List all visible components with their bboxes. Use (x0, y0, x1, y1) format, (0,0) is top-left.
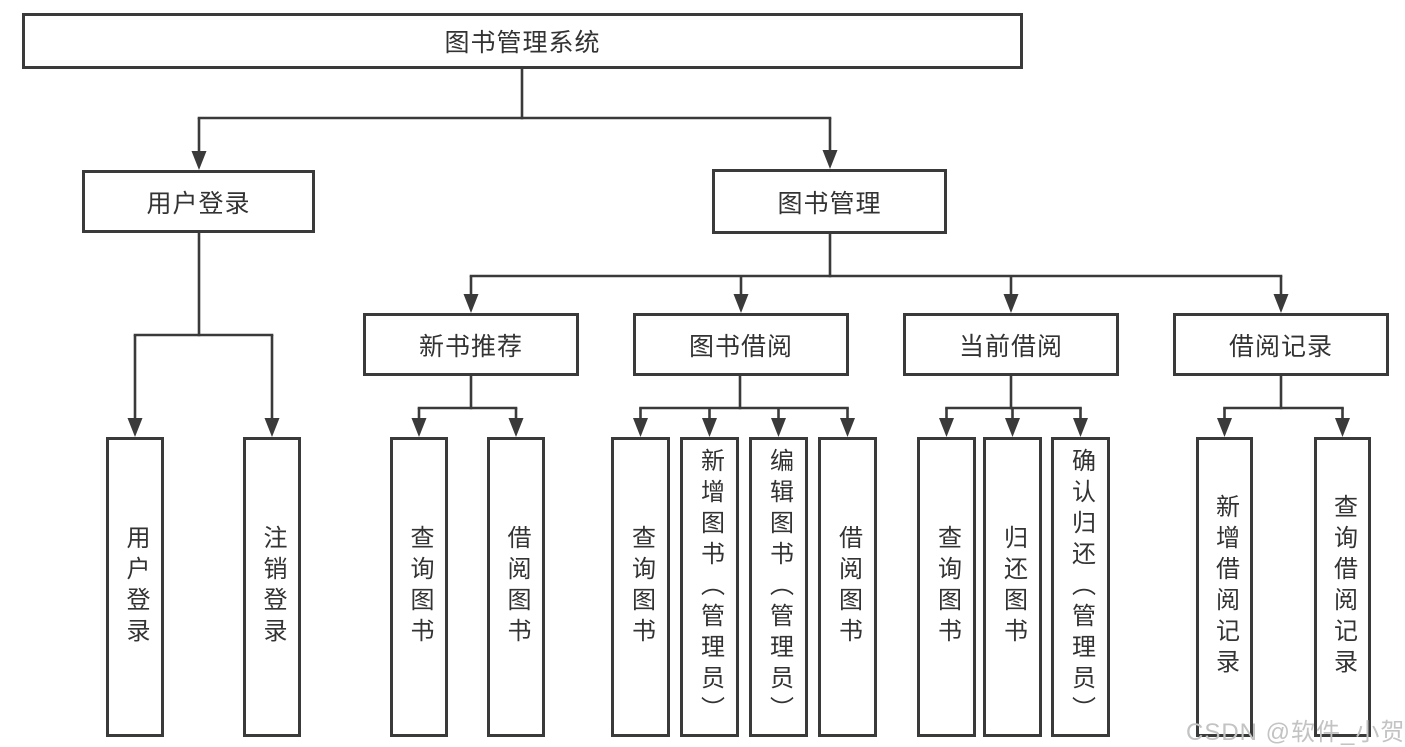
node-label: 查询图书 (406, 525, 433, 649)
node-label: 当前借阅 (958, 332, 1063, 361)
node-label: 借阅图书 (834, 525, 862, 649)
node-borrow-records: 借阅记录 (1173, 313, 1389, 376)
node-label: 新增图书（管理员） (696, 447, 724, 727)
leaf-user-login: 用户登录 (106, 437, 164, 737)
node-label: 查询图书 (933, 525, 961, 649)
leaf-cb-query-books: 查询图书 (917, 437, 976, 737)
node-label: 查询借阅记录 (1329, 494, 1357, 680)
node-label: 借阅图书 (503, 525, 530, 649)
node-label: 新书推荐 (418, 332, 523, 361)
node-library-management-system: 图书管理系统 (22, 13, 1023, 69)
csdn-watermark: CSDN @软件_小贺同学 (1186, 719, 1405, 746)
leaf-cb-return-books: 归还图书 (983, 437, 1042, 737)
node-label: 新增借阅记录 (1211, 494, 1239, 680)
leaf-bb-borrow-books: 借阅图书 (818, 437, 877, 737)
leaf-logout: 注销登录 (243, 437, 301, 737)
node-label: 查询图书 (627, 525, 655, 649)
leaf-nbr-query-books: 查询图书 (390, 437, 448, 737)
node-label: 用户登录 (122, 525, 149, 649)
node-label: 编辑图书（管理员） (765, 447, 793, 727)
node-label: 注销登录 (259, 525, 286, 649)
leaf-bb-add-books: 新增图书（管理员） (680, 437, 739, 737)
node-label: 图书管理系统 (444, 29, 601, 57)
node-label: 图书借阅 (688, 332, 793, 361)
node-user-login: 用户登录 (82, 170, 315, 233)
node-book-borrow: 图书借阅 (633, 313, 849, 376)
node-label: 图书管理 (777, 189, 882, 218)
node-label: 借阅记录 (1228, 332, 1333, 361)
leaf-bb-edit-books: 编辑图书（管理员） (749, 437, 808, 737)
node-new-book-recommend: 新书推荐 (363, 313, 579, 376)
leaf-bb-query-books: 查询图书 (611, 437, 670, 737)
leaf-nbr-borrow-books: 借阅图书 (487, 437, 545, 737)
leaf-br-add-record: 新增借阅记录 (1196, 437, 1253, 737)
leaf-cb-confirm-return: 确认归还（管理员） (1051, 437, 1110, 737)
leaf-br-query-record: 查询借阅记录 (1314, 437, 1371, 737)
node-book-management: 图书管理 (712, 169, 947, 234)
node-label: 用户登录 (146, 189, 251, 218)
node-label: 归还图书 (999, 525, 1027, 649)
node-label: 确认归还（管理员） (1067, 447, 1095, 727)
node-current-borrow: 当前借阅 (903, 313, 1119, 376)
